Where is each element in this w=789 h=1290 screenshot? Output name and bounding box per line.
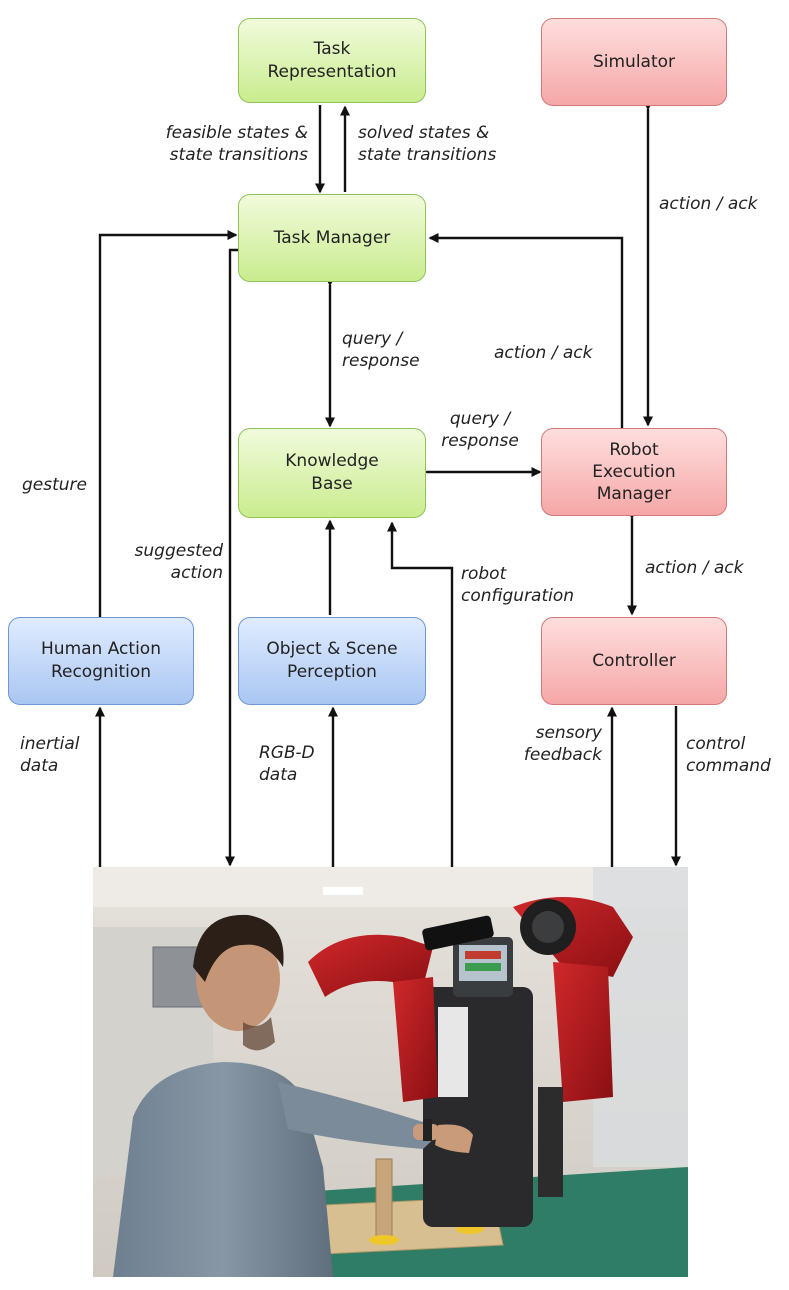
node-task-representation: Task Representation bbox=[238, 18, 426, 103]
node-task-manager: Task Manager bbox=[238, 194, 426, 282]
node-controller: Controller bbox=[541, 617, 727, 705]
label-rem-tm-action-ack: action / ack bbox=[494, 343, 593, 363]
label-kb-rem-query: query / response bbox=[441, 409, 519, 452]
label-rem-ctrl-action-ack: action / ack bbox=[645, 558, 744, 578]
arrow-layer bbox=[95, 100, 681, 867]
label-feasible-states: feasible states & state transitions bbox=[165, 123, 308, 166]
node-human-action-recognition: Human Action Recognition bbox=[8, 617, 194, 705]
label-rgbd-data: RGB-D data bbox=[259, 743, 315, 786]
label-control-command: control command bbox=[686, 734, 771, 777]
node-object-scene-perception: Object & Scene Perception bbox=[238, 617, 426, 705]
label-suggested-action: suggested action bbox=[134, 541, 223, 584]
label-solved-states: solved states & state transitions bbox=[358, 123, 497, 166]
arrow-rem-tm bbox=[428, 233, 624, 428]
node-robot-execution-manager: Robot Execution Manager bbox=[541, 428, 727, 516]
label-simulator-action-ack: action / ack bbox=[659, 194, 758, 214]
label-robot-configuration: robot configuration bbox=[461, 564, 575, 607]
person-arm bbox=[278, 1082, 438, 1149]
label-sensory-feedback: sensory feedback bbox=[523, 723, 602, 766]
label-tm-kb-query: query / response bbox=[342, 329, 420, 372]
node-knowledge-base: Knowledge Base bbox=[238, 428, 426, 518]
arrow-robot-configuration bbox=[387, 521, 454, 867]
arrow-gesture bbox=[98, 230, 238, 617]
arrow-suggested-action bbox=[225, 248, 238, 867]
scene-photo bbox=[93, 867, 688, 1277]
person-torso bbox=[113, 1062, 333, 1277]
label-gesture: gesture bbox=[22, 475, 87, 495]
node-simulator: Simulator bbox=[541, 18, 727, 106]
label-inertial-data: inertial data bbox=[20, 734, 80, 777]
